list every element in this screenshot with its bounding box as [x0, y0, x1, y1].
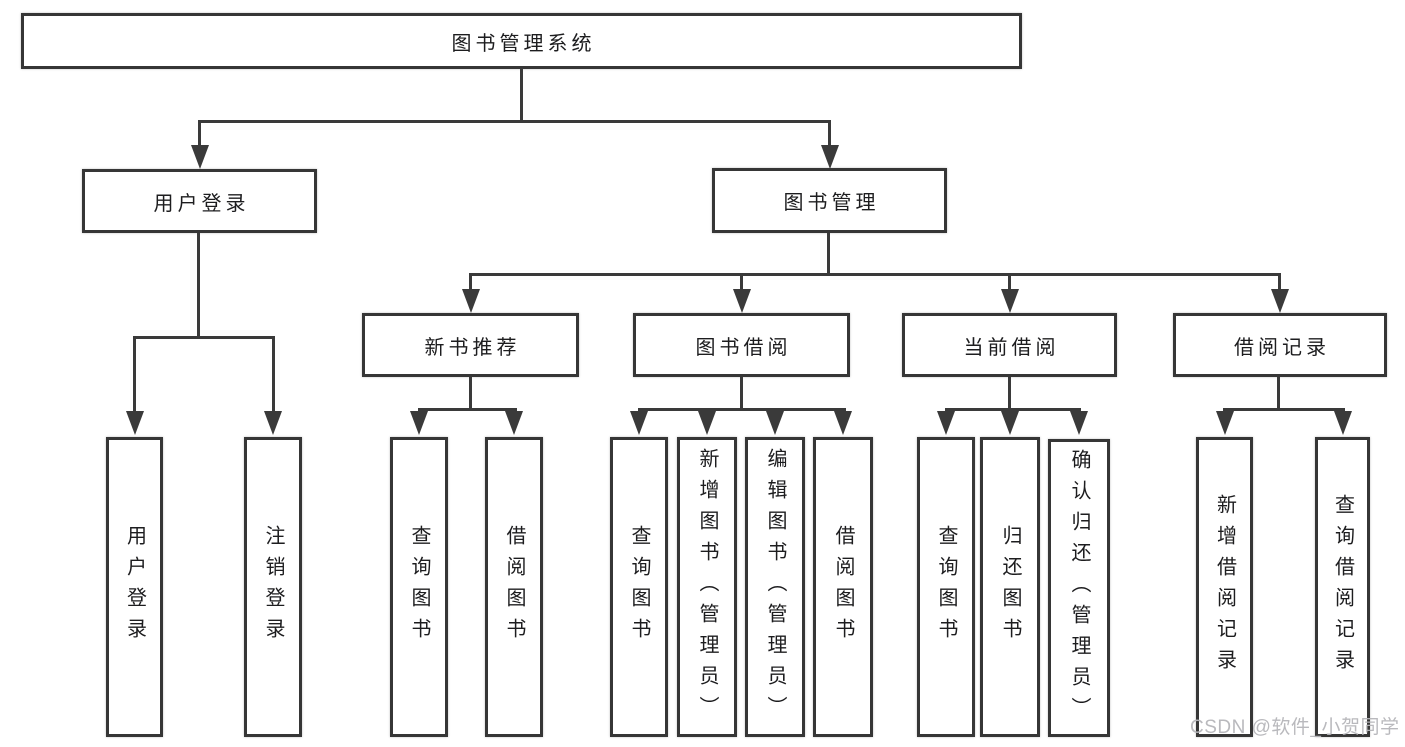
connector-login-drop-2	[272, 338, 275, 412]
leaf-edit-book-admin: 编辑图书（管理员）	[745, 437, 805, 737]
leaf-borrow-book-2: 借阅图书	[813, 437, 873, 737]
connector-g4-stem	[1277, 377, 1280, 408]
leaf-query-borrow-record: 查询借阅记录	[1315, 437, 1370, 737]
connector-g3-bar	[945, 408, 1081, 411]
node-borrow-record: 借阅记录	[1173, 313, 1387, 377]
arrow-g2-leaf-4	[834, 411, 852, 435]
arrow-to-leaf-logout	[264, 411, 282, 435]
leaf-return-book-label: 归还图书	[999, 525, 1021, 649]
leaf-return-book: 归还图书	[980, 437, 1040, 737]
node-user-login: 用户登录	[82, 169, 317, 233]
leaf-add-book-admin: 新增图书（管理员）	[677, 437, 737, 737]
connector-root-drop-left	[198, 122, 201, 147]
leaf-borrow-book-2-label: 借阅图书	[832, 525, 854, 649]
connector-mgmt-stem	[827, 233, 830, 273]
leaf-borrow-book-1-label: 借阅图书	[503, 525, 525, 649]
leaf-logout-label: 注销登录	[262, 525, 284, 649]
leaf-query-book-2-label: 查询图书	[628, 525, 650, 649]
leaf-add-borrow-record-label: 新增借阅记录	[1213, 494, 1236, 680]
connector-g3-stem	[1008, 377, 1011, 408]
leaf-logout: 注销登录	[244, 437, 302, 737]
connector-g1-stem	[469, 377, 472, 408]
leaf-query-book-1: 查询图书	[390, 437, 448, 737]
connector-root-stem	[520, 68, 523, 122]
arrow-g3-leaf-2	[1001, 411, 1019, 435]
leaf-add-borrow-record: 新增借阅记录	[1196, 437, 1253, 737]
connector-g4-bar	[1223, 408, 1345, 411]
arrow-g2-leaf-1	[630, 411, 648, 435]
connector-login-stem	[197, 233, 200, 336]
arrow-g2-leaf-3	[766, 411, 784, 435]
leaf-user-login: 用户登录	[106, 437, 163, 737]
connector-g1-bar	[418, 408, 517, 411]
leaf-borrow-book-1: 借阅图书	[485, 437, 543, 737]
arrow-g1-leaf-1	[410, 411, 428, 435]
arrow-to-borrow-record	[1271, 289, 1289, 313]
arrow-to-leaf-user-login	[126, 411, 144, 435]
node-current-borrow: 当前借阅	[902, 313, 1117, 377]
leaf-query-borrow-record-label: 查询借阅记录	[1331, 494, 1354, 680]
node-book-borrow: 图书借阅	[633, 313, 850, 377]
node-book-management: 图书管理	[712, 168, 947, 233]
connector-login-bar	[133, 336, 275, 339]
arrow-g3-leaf-1	[937, 411, 955, 435]
arrow-to-book-borrow	[733, 289, 751, 313]
arrow-to-book-management	[821, 145, 839, 169]
connector-root-drop-right	[828, 122, 831, 147]
arrow-g2-leaf-2	[698, 411, 716, 435]
connector-mgmt-drop-1	[469, 275, 472, 289]
arrow-g4-leaf-2	[1334, 411, 1352, 435]
connector-login-drop-1	[133, 338, 136, 412]
csdn-watermark: CSDN @软件_小贺同学	[1190, 717, 1400, 738]
leaf-query-book-3-label: 查询图书	[935, 525, 957, 649]
leaf-confirm-return-admin: 确认归还（管理员）	[1048, 439, 1110, 737]
arrow-to-new-book	[462, 289, 480, 313]
connector-root-bar	[198, 120, 831, 123]
arrow-g3-leaf-3	[1070, 411, 1088, 435]
node-library-management-system: 图书管理系统	[21, 13, 1022, 69]
arrow-to-current-borrow	[1001, 289, 1019, 313]
leaf-add-book-admin-label: 新增图书（管理员）	[696, 447, 718, 727]
connector-mgmt-bar	[469, 273, 1281, 276]
arrow-to-user-login	[191, 145, 209, 169]
connector-mgmt-drop-4	[1278, 275, 1281, 289]
node-new-book-recommend: 新书推荐	[362, 313, 579, 377]
arrow-g1-leaf-2	[505, 411, 523, 435]
connector-mgmt-drop-2	[740, 275, 743, 289]
arrow-g4-leaf-1	[1216, 411, 1234, 435]
leaf-query-book-3: 查询图书	[917, 437, 975, 737]
connector-g2-bar	[638, 408, 846, 411]
connector-mgmt-drop-3	[1008, 275, 1011, 289]
leaf-query-book-2: 查询图书	[610, 437, 668, 737]
leaf-edit-book-admin-label: 编辑图书（管理员）	[764, 447, 786, 727]
connector-g2-stem	[740, 377, 743, 408]
leaf-query-book-1-label: 查询图书	[408, 525, 430, 649]
leaf-user-login-label: 用户登录	[123, 525, 146, 649]
leaf-confirm-return-admin-label: 确认归还（管理员）	[1068, 448, 1090, 728]
